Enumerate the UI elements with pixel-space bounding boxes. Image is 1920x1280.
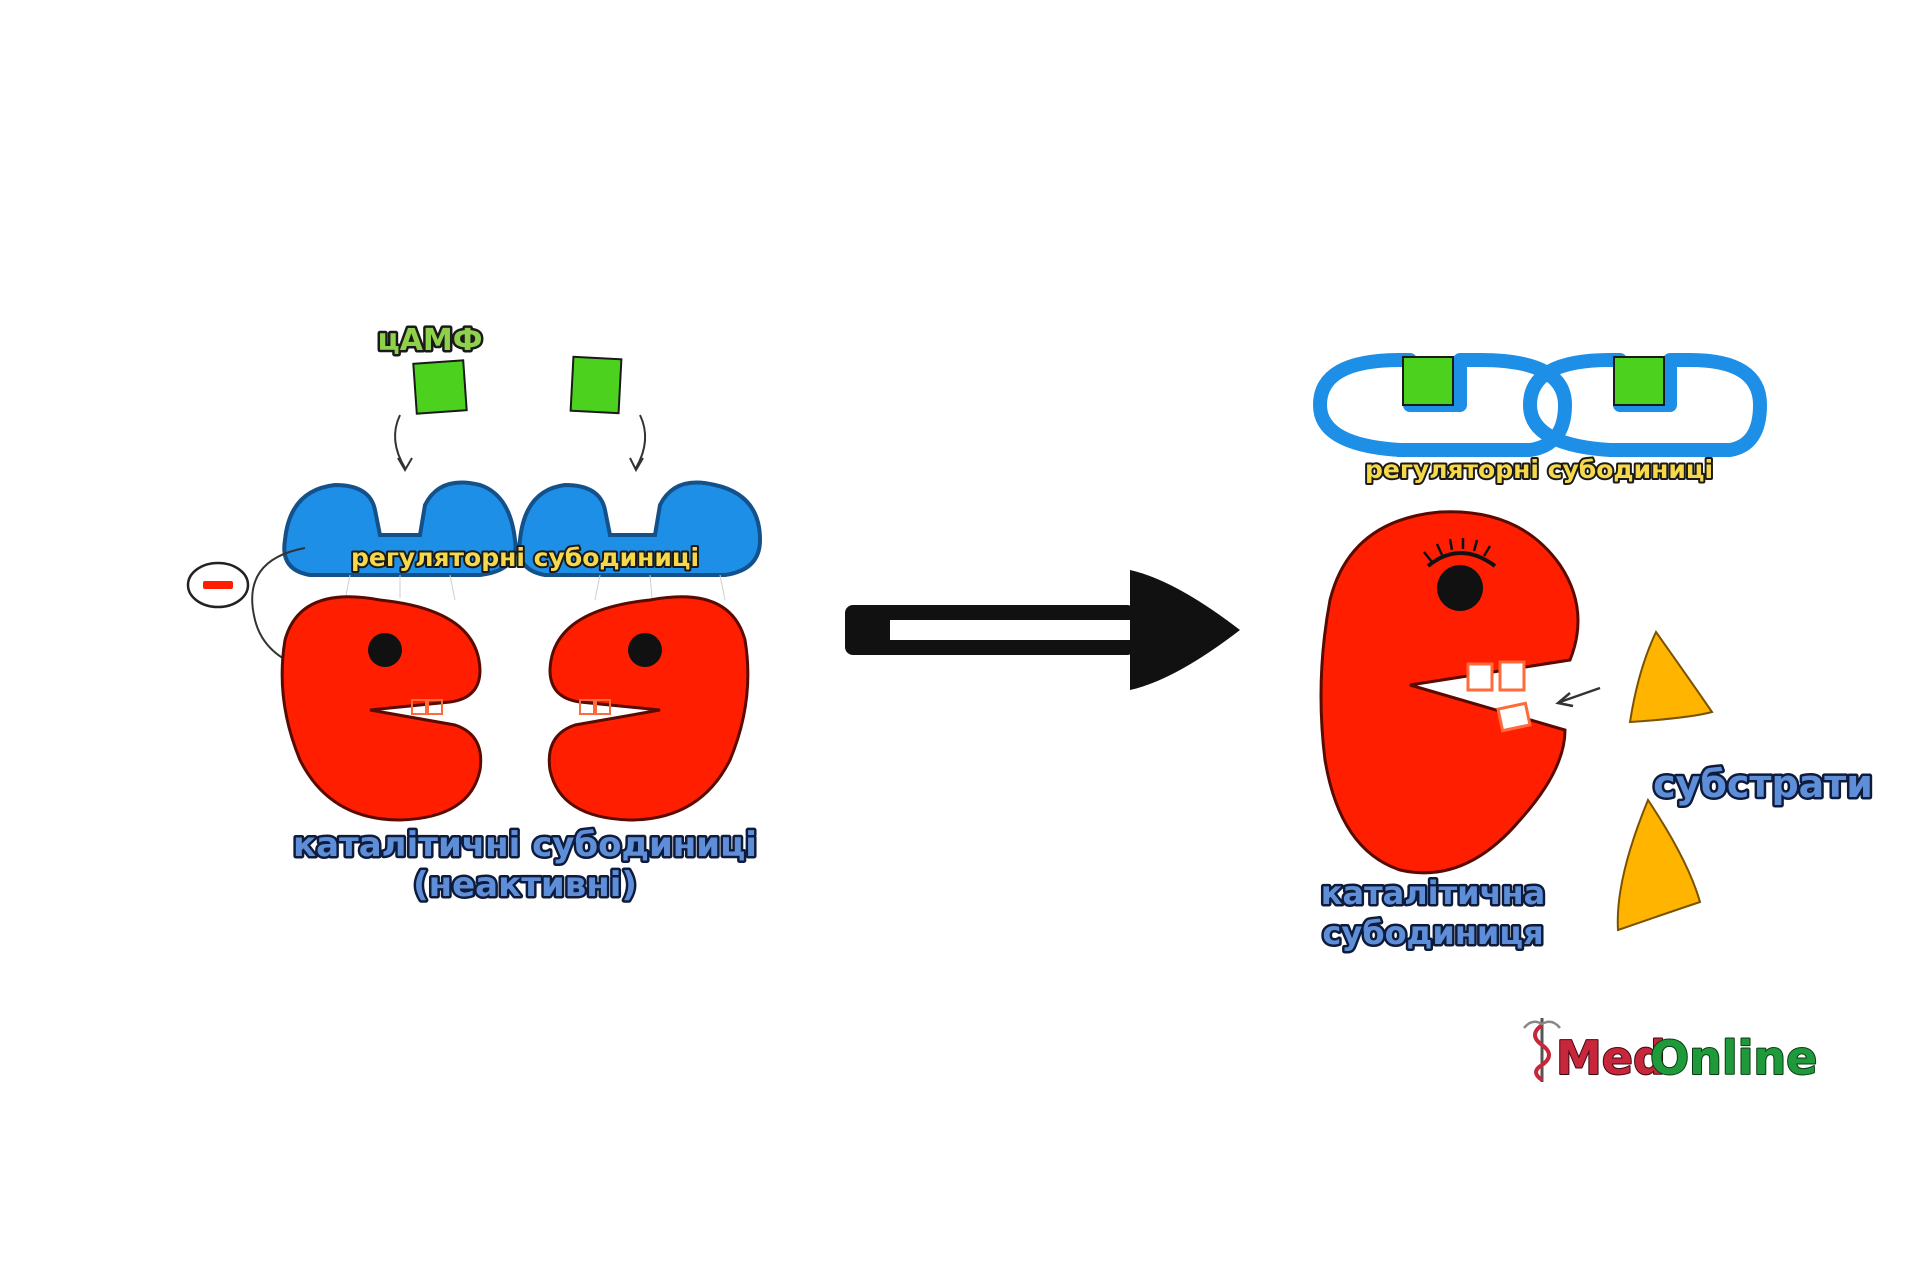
substrate-arrow xyxy=(1559,686,1601,704)
logo-text-online: Online xyxy=(1650,1031,1817,1085)
inhibition-minus xyxy=(203,581,233,589)
activation-arrow xyxy=(845,570,1240,690)
logo-text-med: Med xyxy=(1556,1031,1666,1085)
regulatory-label-left: регуляторні субодиниці xyxy=(351,543,699,572)
binding-arrow-right xyxy=(635,414,647,469)
catalytic-eye-active xyxy=(1437,565,1483,611)
catalytic-label-right-line2: субодиниця xyxy=(1322,914,1543,952)
catalytic-teeth-left xyxy=(411,699,443,715)
camp-label: цАМФ xyxy=(377,323,482,358)
regulatory-subunit-left xyxy=(282,480,518,577)
regulatory-subunit-active-right xyxy=(1523,353,1767,457)
caduceus-icon xyxy=(1523,1018,1561,1082)
camp-molecule-right xyxy=(569,355,623,415)
catalytic-eye-left xyxy=(368,633,402,667)
right-panel: регуляторні субодиниці субстрати каталіт… xyxy=(1313,353,1875,955)
regulatory-subunit-active-left xyxy=(1313,353,1572,457)
catalytic-label-left-line2: (неактивні) xyxy=(413,865,637,905)
catalytic-teeth-right xyxy=(579,699,611,715)
bound-camp-right xyxy=(1613,356,1665,406)
medonline-logo: Med Online xyxy=(1523,1018,1818,1086)
substrate-triangle-bottom xyxy=(1616,797,1702,932)
bound-camp-left xyxy=(1402,356,1454,406)
substrates-label: субстрати xyxy=(1653,762,1873,806)
regulatory-label-right: регуляторні субодиниці xyxy=(1365,455,1713,484)
catalytic-subunit-active xyxy=(1319,510,1580,875)
left-panel: цАМФ регуляторні субодиниці xyxy=(186,321,763,908)
camp-molecule-left xyxy=(412,359,468,415)
substrate-triangle-top xyxy=(1628,630,1714,724)
catalytic-teeth-active xyxy=(1466,660,1532,733)
regulatory-subunit-right xyxy=(517,480,763,577)
catalytic-eyelash-active xyxy=(1426,551,1497,568)
catalytic-eye-right xyxy=(628,633,662,667)
catalytic-label-left-line1: каталітичні субодиниці xyxy=(293,825,757,865)
catalytic-subunit-right xyxy=(547,595,750,822)
catalytic-subunit-left xyxy=(280,595,483,822)
catalytic-label-right-line1: каталітична xyxy=(1321,874,1546,912)
binding-arrow-left xyxy=(394,414,406,469)
